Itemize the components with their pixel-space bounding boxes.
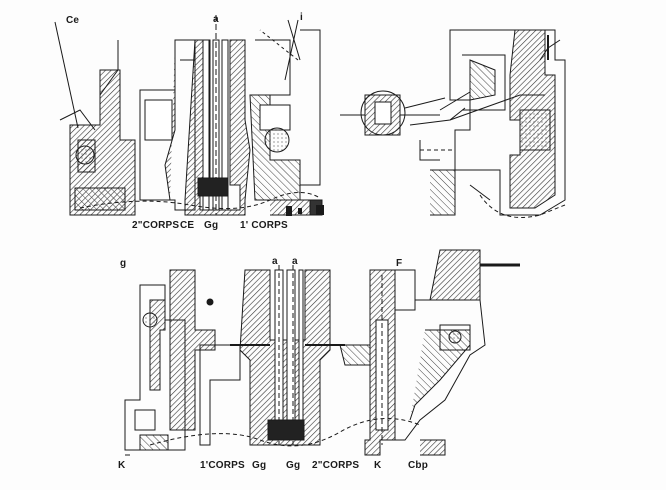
label-ce-top: Ce <box>66 15 80 26</box>
label-a-bottom-2: a <box>292 256 298 267</box>
top-right-float-chamber-view <box>340 29 566 218</box>
label-gg-bottom-2: Gg <box>286 460 301 471</box>
label-ce: CE <box>180 220 195 231</box>
label-gg-top: Gg <box>204 220 219 231</box>
label-k-right: K <box>374 460 382 471</box>
bottom-section-view <box>124 249 520 456</box>
label-f: F <box>396 258 403 269</box>
label-cbp: Cbp <box>408 460 429 471</box>
label-g: g <box>120 258 127 269</box>
top-left-section-view <box>54 15 323 216</box>
label-a-bottom-1: a <box>272 256 278 267</box>
label-gg-bottom-1: Gg <box>252 460 267 471</box>
label-a-top: a <box>213 14 219 25</box>
label-k-left: K <box>118 460 126 471</box>
label-2corps-bottom: 2"CORPS <box>312 460 360 471</box>
label-1corps-top: 1' CORPS <box>240 220 288 231</box>
label-i: i <box>300 12 303 23</box>
label-2corps-top: 2"CORPS <box>132 220 180 231</box>
label-1corps-bottom: 1'CORPS <box>200 460 245 471</box>
scan-marks <box>286 205 324 216</box>
